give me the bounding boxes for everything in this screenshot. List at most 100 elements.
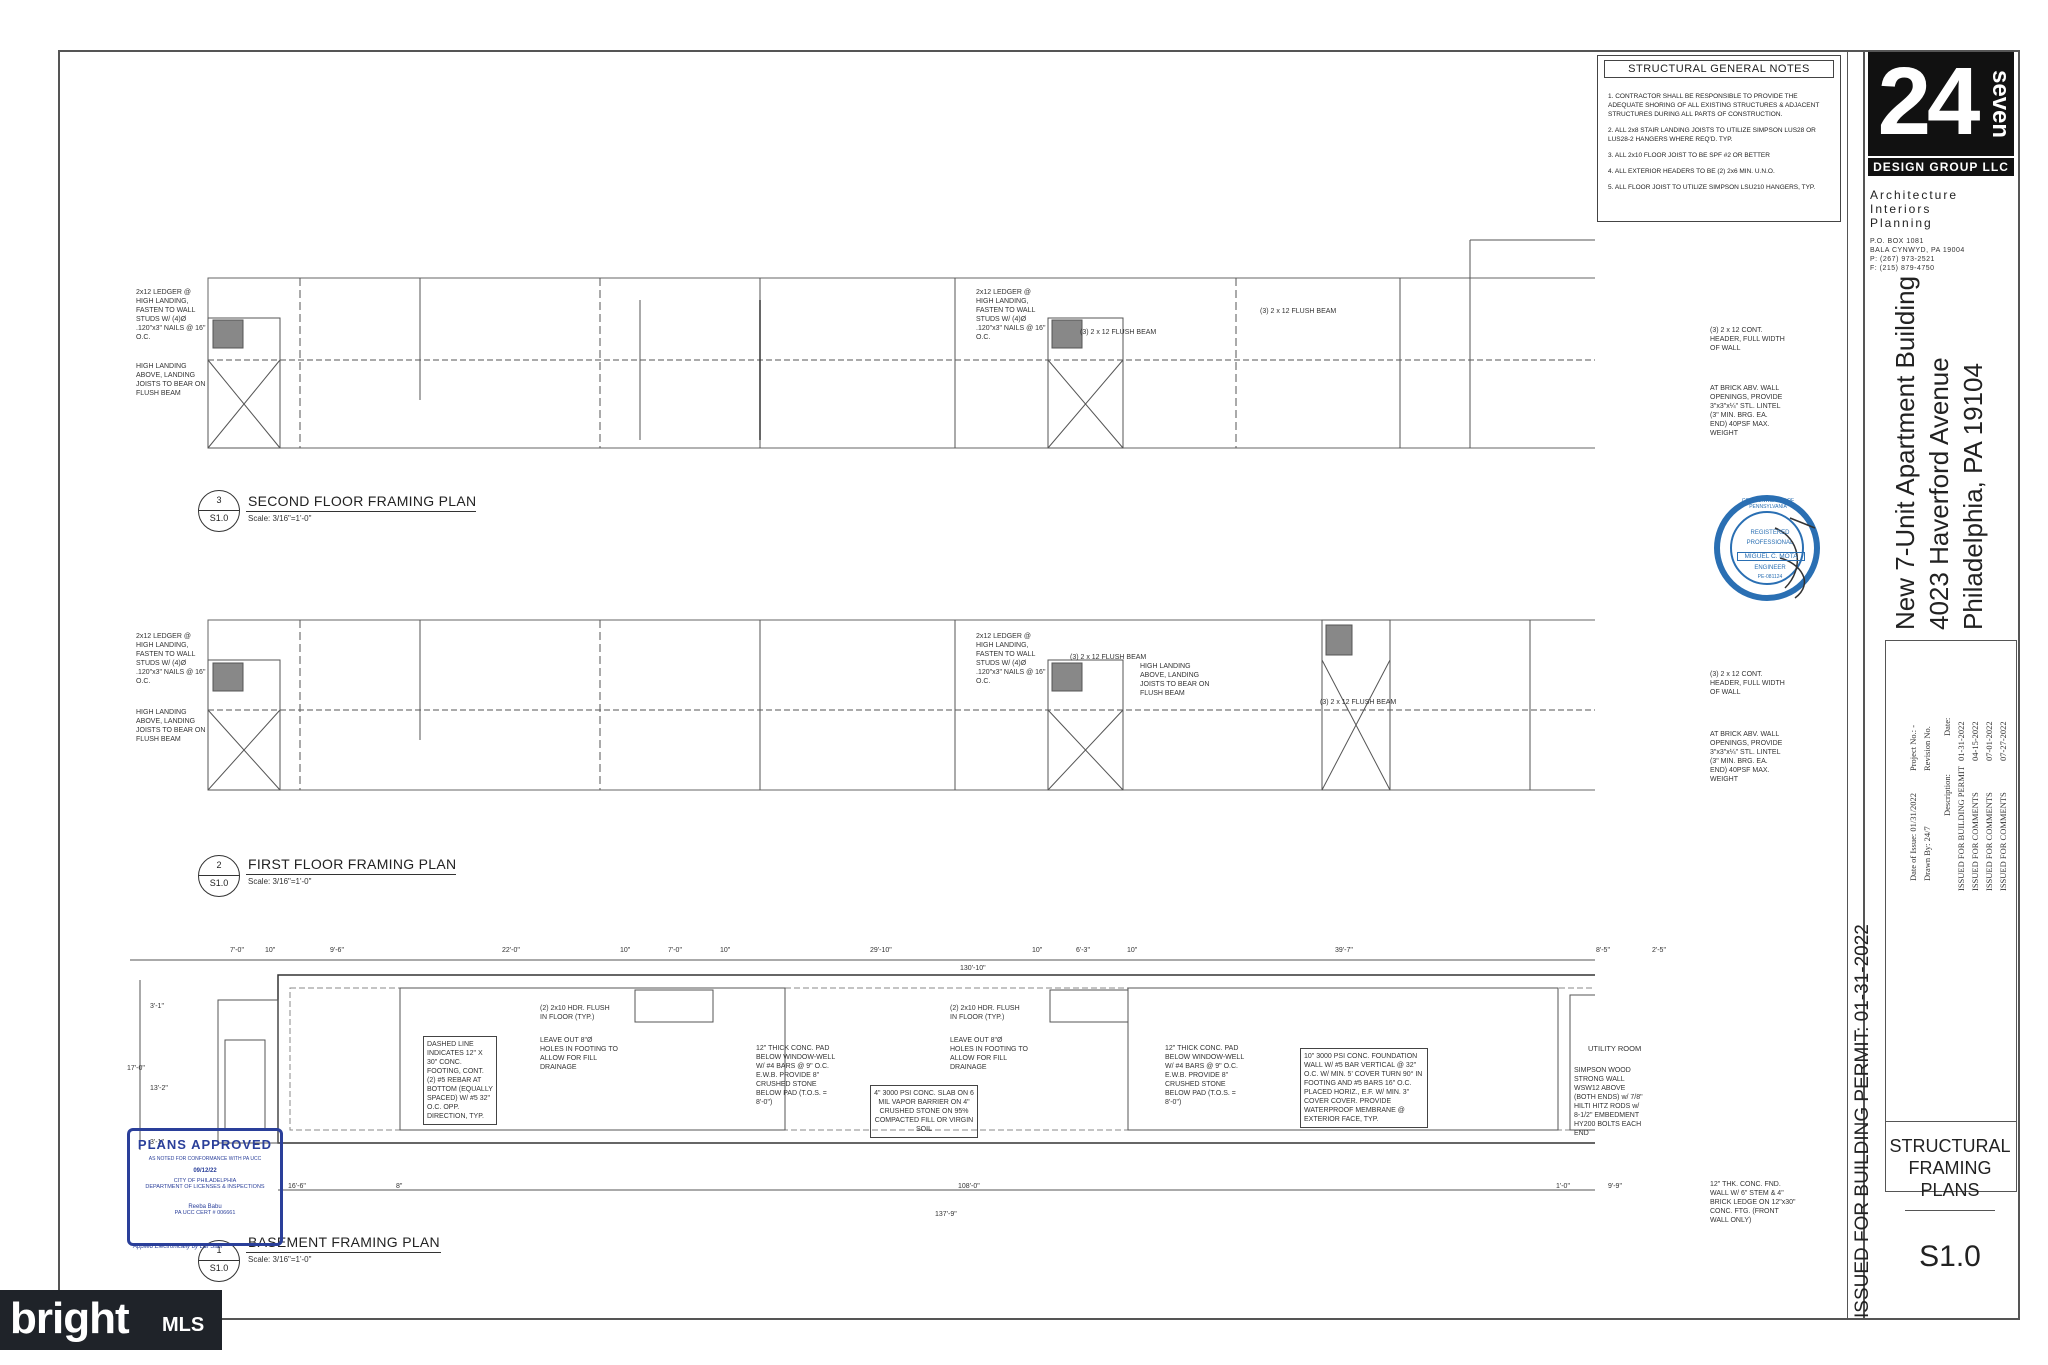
flush-beam-label: (3) 2 x 12 FLUSH BEAM <box>1070 654 1147 661</box>
firm-service-planning: Planning <box>1870 216 1933 230</box>
drawing-sheet-border <box>58 50 2020 1320</box>
dimension-label: 29'-10" <box>870 947 892 954</box>
dimension-label: 6'-3" <box>1076 947 1090 954</box>
permit-strip-divider <box>1847 50 1848 1320</box>
seal-professional: PROFESSIONAL <box>1746 540 1794 546</box>
dimension-label: 7'-0" <box>668 947 682 954</box>
dimension-label: 8'-5" <box>1596 947 1610 954</box>
revision-row-date: 04-15-2022 <box>1970 721 1980 761</box>
tag-sheet: S1.0 <box>209 1263 229 1273</box>
firm-logo: 24 seven DESIGN GROUP LLC <box>1868 52 2018 182</box>
plans-approved-stamp: PLANS APPROVED AS NOTED FOR CONFORMANCE … <box>127 1128 283 1246</box>
note-item: 4. ALL EXTERIOR HEADERS TO BE (2) 2x6 MI… <box>1608 168 1775 175</box>
leave-out-note: LEAVE OUT 8"Ø HOLES IN FOOTING TO ALLOW … <box>950 1037 1028 1071</box>
stamp-conformance: AS NOTED FOR CONFORMANCE WITH PA UCC <box>148 1156 262 1162</box>
firm-phone: P: (267) 973-2521 <box>1870 256 1935 263</box>
revision-number: Revision No. <box>1922 726 1932 771</box>
firm-address-2: BALA CYNWYD, PA 19004 <box>1870 247 1965 254</box>
date-of-issue: Date of Issue: 01/31/2022 <box>1908 792 1918 881</box>
drawn-by: Drawn By: 24/7 <box>1922 826 1932 881</box>
high-landing-first-note: HIGH LANDING ABOVE, LANDING JOISTS TO BE… <box>1140 663 1210 697</box>
watermark-suffix: MLS <box>162 1314 205 1336</box>
flush-beam-label: (3) 2 x 12 FLUSH BEAM <box>1260 308 1337 315</box>
structural-notes-title: STRUCTURAL GENERAL NOTES <box>1604 60 1834 78</box>
dimension-label: 3'-1" <box>150 1003 164 1010</box>
ledger-note: 2x12 LEDGER @ HIGH LANDING, FASTEN TO WA… <box>136 289 206 341</box>
header-note: (3) 2 x 12 CONT. HEADER, FULL WIDTH OF W… <box>1710 671 1785 696</box>
conc-pad-note: 12" THICK CONC. PAD BELOW WINDOW-WELL W/… <box>756 1045 835 1106</box>
ledger-note: 2x12 LEDGER @ HIGH LANDING, FASTEN TO WA… <box>976 633 1046 685</box>
title-underline <box>246 1252 441 1253</box>
seal-engineer: ENGINEER <box>1754 565 1786 571</box>
project-info: New 7-Unit Apartment Building 4023 Haver… <box>1890 276 2000 630</box>
stamp-city: CITY OF PHILADELPHIA <box>173 1178 237 1184</box>
sheet-title-line1: STRUCTURAL <box>1889 1136 2011 1156</box>
seal-registered: REGISTERED <box>1750 530 1790 536</box>
overall-dimension: 137'-9" <box>935 1211 957 1218</box>
high-landing-note: HIGH LANDING ABOVE, LANDING JOISTS TO BE… <box>136 709 206 743</box>
title-block-divider <box>1863 50 1865 1320</box>
note-item: 5. ALL FLOOR JOIST TO UTILIZE SIMPSON LS… <box>1608 184 1816 191</box>
dimension-label: 39'-7" <box>1335 947 1353 954</box>
slab-note: 4" 3000 PSI CONC. SLAB ON 6 MIL VAPOR BA… <box>870 1085 978 1138</box>
high-landing-note: HIGH LANDING ABOVE, LANDING JOISTS TO BE… <box>136 363 206 397</box>
structural-notes-box: STRUCTURAL GENERAL NOTES 1. CONTRACTOR S… <box>1597 55 1841 222</box>
logo-word: seven <box>1986 52 2014 156</box>
stamp-certification: PA UCC CERT # 006661 <box>174 1210 236 1216</box>
firm-address-1: P.O. BOX 1081 <box>1870 238 1924 245</box>
dimension-label: 17'-0" <box>127 1065 145 1072</box>
revision-row-date: 07-01-2022 <box>1984 721 1994 761</box>
first-floor-plan-linework <box>207 619 1595 791</box>
basement-plan-linework <box>130 959 1595 1191</box>
first-floor-tag: 2 S1.0 <box>198 855 240 897</box>
dimension-label: 10" <box>1032 947 1043 954</box>
dimension-label: 1'-0" <box>1556 1183 1570 1190</box>
project-name: New 7-Unit Apartment Building <box>1890 275 1920 630</box>
dimension-label: 108'-0" <box>958 1183 980 1190</box>
structural-notes-list: 1. CONTRACTOR SHALL BE RESPONSIBLE TO PR… <box>1608 92 1830 199</box>
first-floor-plan-scale: Scale: 3/16"=1'-0" <box>248 877 312 886</box>
header-note: (3) 2 x 12 CONT. HEADER, FULL WIDTH OF W… <box>1710 327 1785 352</box>
project-city: Philadelphia, PA 19104 <box>1958 363 1988 630</box>
hdr-flush-note: (2) 2x10 HDR. FLUSH IN FLOOR (TYP.) <box>540 1005 610 1021</box>
dimension-label: 10" <box>720 947 731 954</box>
flush-beam-label: (3) 2 x 12 FLUSH BEAM <box>1320 699 1397 706</box>
dimension-label: 10" <box>1127 947 1138 954</box>
revision-date-header: Date: <box>1942 717 1952 736</box>
revision-row-date: 01-31-2022 <box>1956 721 1966 761</box>
stamp-footnote: Applied Electronically by L&I Staff <box>133 1244 223 1250</box>
utility-room-label: UTILITY ROOM <box>1588 1044 1642 1053</box>
leave-out-note: LEAVE OUT 8"Ø HOLES IN FOOTING TO ALLOW … <box>540 1037 618 1071</box>
tag-number: 1 <box>216 1245 222 1255</box>
simpson-note: SIMPSON WOOD STRONG WALL WSW12 ABOVE (BO… <box>1574 1067 1643 1137</box>
tag-sheet: S1.0 <box>209 513 229 523</box>
firm-service-architecture: Architecture <box>1870 188 1959 202</box>
seal-top-text: COMMONWEALTH OF PENNSYLVANIA <box>1741 498 1795 510</box>
project-number: Project No.: - <box>1908 724 1918 771</box>
front-wall-note: 12" THK. CONC. FND. WALL W/ 6" STEM & 4"… <box>1710 1181 1796 1224</box>
stamp-department: DEPARTMENT OF LICENSES & INSPECTIONS <box>145 1184 265 1190</box>
tag-number: 2 <box>216 860 222 870</box>
basement-tag: 1 S1.0 <box>198 1240 240 1282</box>
framing-plans-drawing <box>130 239 1595 1191</box>
flush-beam-label: (3) 2 x 12 FLUSH BEAM <box>1080 329 1157 336</box>
dimension-label: 10" <box>265 947 276 954</box>
tag-divider <box>199 875 239 876</box>
sheet-number: S1.0 <box>1919 1240 1981 1273</box>
basement-plan-scale: Scale: 3/16"=1'-0" <box>248 1255 312 1264</box>
tag-number: 3 <box>216 495 222 505</box>
revision-table: Project No.: - Revision No. Date of Issu… <box>1885 640 2017 1192</box>
revision-row-desc: ISSUED FOR COMMENTS <box>1984 792 1994 891</box>
second-floor-plan-title: SECOND FLOOR FRAMING PLAN <box>248 493 477 509</box>
dashed-line-note: DASHED LINE INDICATES 12" X 30" CONC. FO… <box>423 1036 497 1125</box>
watermark-brand: bright <box>10 1294 130 1343</box>
second-floor-plan-linework <box>207 239 1595 449</box>
dimension-label: 7'-0" <box>230 947 244 954</box>
tag-divider <box>199 510 239 511</box>
tag-divider <box>199 1260 239 1261</box>
bright-mls-watermark: bright MLS <box>0 1290 222 1350</box>
sheet-title-divider <box>1905 1210 1995 1211</box>
second-floor-plan-scale: Scale: 3/16"=1'-0" <box>248 514 312 523</box>
revision-row-date: 07-27-2022 <box>1998 721 2008 761</box>
stamp-reviewer-name: Reeba Babu <box>188 1204 222 1210</box>
